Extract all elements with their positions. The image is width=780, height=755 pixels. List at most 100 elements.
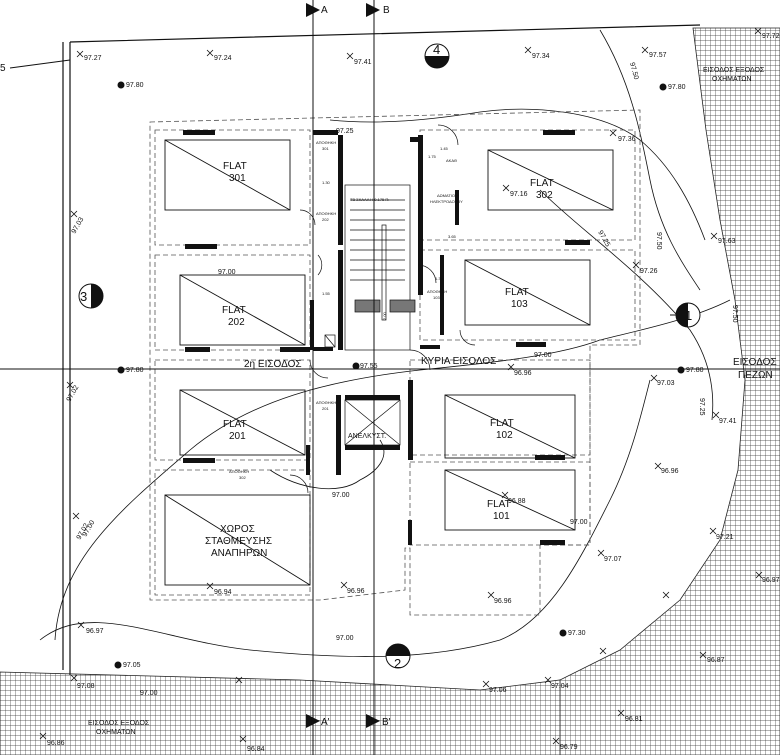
- benchmark-level: 97.80: [686, 367, 704, 374]
- spot-level: 97.16: [510, 191, 528, 198]
- benchmark-level: 97.05: [123, 662, 141, 669]
- contour-label: 97.25: [336, 128, 354, 135]
- spot-level: 96.86: [47, 740, 65, 747]
- spot-level: 97.63: [718, 238, 736, 245]
- flat-302: FLAT 302: [530, 178, 554, 201]
- spot-level: 97.24: [214, 55, 232, 62]
- room-note: 301: [322, 146, 329, 151]
- elevation-marker-4: [424, 43, 450, 69]
- spot-level: 97.08: [77, 683, 95, 690]
- disabled-parking-label: ΧΩΡΟΣ ΣΤΑΘΜΕΥΣΗΣ ΑΝΑΠΗΡΩΝ: [205, 524, 272, 559]
- contour-label: 97.00: [570, 519, 588, 526]
- contour-label: 97.00: [336, 635, 354, 642]
- spot-level: 96.97: [86, 628, 104, 635]
- flat-label: FLAT: [505, 287, 529, 298]
- room-note: ΤΒ ΣΚΑΛΑ Η:0.175 Π:: [350, 197, 389, 202]
- vehicle-entrance-top-2: ΟΧΗΜΑΤΩΝ: [712, 76, 752, 83]
- elevation-marker-1: [670, 302, 701, 328]
- flat-label: FLAT: [223, 419, 247, 430]
- elevation-number-4: 4: [433, 42, 440, 57]
- parking-line-3: ΑΝΑΠΗΡΩΝ: [211, 548, 267, 559]
- contour-label: 97.00: [218, 269, 236, 276]
- dimension: 1.45: [440, 146, 449, 151]
- spot-level: 97.57: [649, 52, 667, 59]
- spot-level-crosses: [39, 27, 763, 745]
- flat-label: FLAT: [223, 161, 247, 172]
- benchmark-level: 97.80: [668, 84, 686, 91]
- dimension: 2.00: [382, 311, 387, 320]
- spot-level: 97.72: [762, 33, 780, 40]
- site-line: [9, 59, 71, 69]
- walls: [183, 130, 590, 545]
- elevation-marker-3: [78, 283, 104, 309]
- flat-number: 302: [536, 190, 553, 201]
- spot-level: 97.04: [551, 683, 569, 690]
- spot-level: 97.06: [489, 687, 507, 694]
- paved-road-east: [419, 27, 780, 755]
- benchmark-level: 97.30: [568, 630, 586, 637]
- spot-level: 97.34: [532, 53, 550, 60]
- elevation-number-2: 2: [394, 656, 401, 671]
- spot-level: 96.96: [514, 370, 532, 377]
- room-note: 103: [433, 295, 440, 300]
- flat-number: 301: [229, 173, 246, 184]
- spot-level: 97.07: [604, 556, 622, 563]
- vehicle-entrance-top-1: ΕΙΣΟΔΟΣ ΕΞΟΔΟΣ: [703, 67, 765, 74]
- room-note: ΑΚΑΘ: [446, 158, 457, 163]
- room-note: ΑΠΟΘΗΚΗ: [316, 400, 336, 405]
- spot-level: 97.27: [84, 55, 102, 62]
- flat-label: FLAT: [487, 499, 511, 510]
- dimension: 1.55: [322, 291, 331, 296]
- spot-level: 96.87: [707, 657, 725, 664]
- room-note: ΑΠΟΘΗΚΗ: [229, 469, 249, 474]
- pedestrian-entrance-2: ΠΕΖΩΝ: [738, 370, 773, 381]
- room-note: ΑΠΟΘΗΚΗ: [316, 211, 336, 216]
- elevation-number-3: 3: [80, 289, 87, 304]
- dimension: 1.30: [322, 180, 331, 185]
- contour-label: 97.50: [628, 62, 639, 81]
- spot-level: 97.21: [716, 534, 734, 541]
- vehicle-entrance-bottom-1: ΕΙΣΟΔΟΣ ΕΞΟΔΟΣ: [88, 720, 150, 727]
- flat-label: FLAT: [490, 418, 514, 429]
- benchmark-symbols: [114, 81, 685, 669]
- spot-level: 97.03: [657, 380, 675, 387]
- section-label-a: A: [321, 5, 328, 16]
- flat-label: FLAT: [222, 305, 246, 316]
- parking-line-2: ΣΤΑΘΜΕΥΣΗΣ: [205, 536, 272, 547]
- spot-level: 97.26: [640, 268, 658, 275]
- spot-level: 96.79: [560, 744, 578, 751]
- edge-label: 5: [0, 63, 6, 74]
- flat-number: 102: [496, 430, 513, 441]
- dimension: 1.75: [428, 154, 437, 159]
- flat-201: FLAT 201: [223, 419, 247, 442]
- room-note: ΑΠΟΘΗΚΗ: [316, 140, 336, 145]
- paved-road-south: [0, 671, 561, 755]
- flat-number: 201: [229, 431, 246, 442]
- flat-number: 103: [511, 299, 528, 310]
- contour-label: 97.50: [731, 305, 738, 323]
- flat-number: 202: [228, 317, 245, 328]
- flat-103: FLAT 103: [505, 287, 529, 310]
- dimension: 3.65: [448, 234, 457, 239]
- flat-102: FLAT 102: [490, 418, 514, 441]
- flat-101: FLAT 101: [487, 499, 511, 522]
- contour-label: 97.25: [596, 230, 611, 249]
- benchmark-level: 97.80: [126, 82, 144, 89]
- section-label-b: B: [383, 5, 390, 16]
- lift-label: ΑΝΕΛΚΥΣΤ.: [348, 433, 386, 440]
- parking-line-1: ΧΩΡΟΣ: [220, 524, 255, 535]
- spot-levels: 97.27 97.24 97.41 97.34 97.57 97.72 97.0…: [47, 33, 780, 753]
- spot-level: 96.96: [494, 598, 512, 605]
- flat-number: 101: [493, 511, 510, 522]
- flat-label: FLAT: [530, 178, 554, 189]
- flat-301: FLAT 301: [223, 161, 247, 184]
- plot-boundary: [62, 24, 701, 675]
- contour-label: 97.00: [140, 690, 158, 697]
- room-note: ΔΩΜΑΤΙΟ: [437, 193, 455, 198]
- spot-level: 97.02: [66, 384, 81, 403]
- vehicle-entrance-bottom-2: ΟΧΗΜΑΤΩΝ: [96, 729, 136, 736]
- flat-boxes: [164, 139, 614, 586]
